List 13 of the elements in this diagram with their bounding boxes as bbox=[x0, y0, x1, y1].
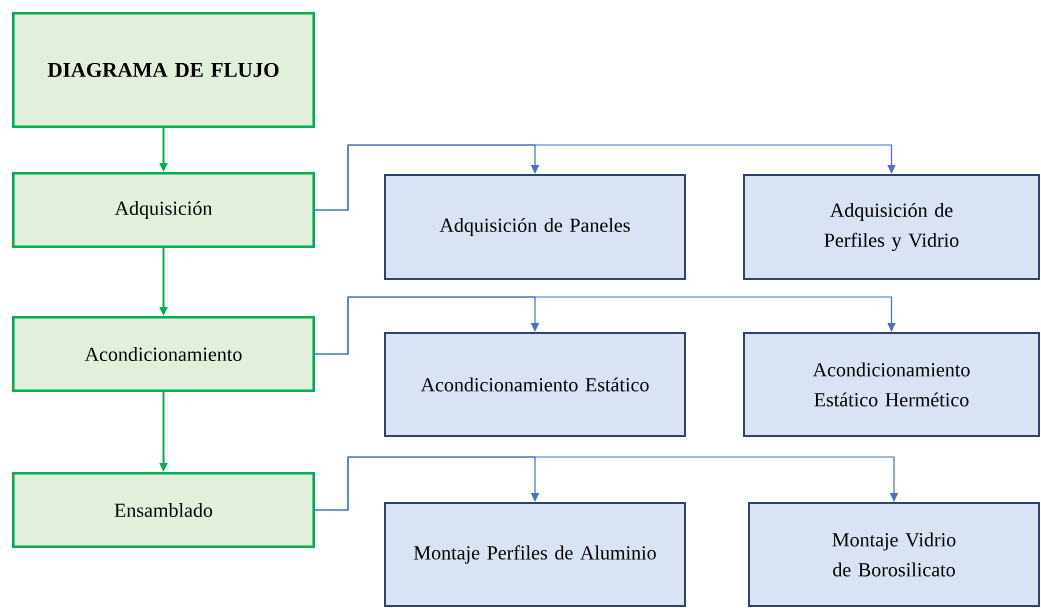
task-box: Acondicionamiento Estático bbox=[384, 332, 686, 437]
arrow bbox=[314, 296, 896, 355]
arrow bbox=[314, 144, 896, 211]
task-box: Adquisición de Paneles bbox=[384, 174, 686, 280]
stage-box: Acondicionamiento bbox=[12, 316, 315, 392]
stage-box: Ensamblado bbox=[12, 472, 315, 548]
arrow bbox=[314, 456, 899, 511]
task-box: Adquisición de Perfiles y Vidrio bbox=[743, 174, 1040, 280]
task-box: Montaje Vidrio de Borosilicato bbox=[748, 502, 1040, 607]
task-box: Montaje Perfiles de Aluminio bbox=[384, 502, 686, 607]
stage-box: Adquisición bbox=[12, 172, 315, 248]
stage-box: DIAGRAMA DE FLUJO bbox=[12, 12, 315, 128]
task-box: Acondicionamiento Estático Hermético bbox=[743, 332, 1040, 437]
